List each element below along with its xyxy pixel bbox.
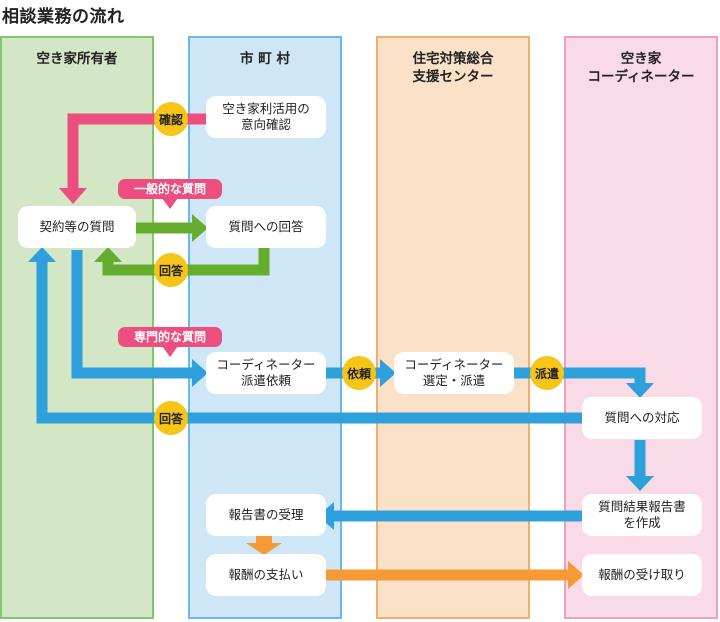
box-question-response: 質問への対応 [582,397,702,439]
box-fee-payment: 報酬の支払い [206,554,326,596]
circle-dispatch: 派遣 [530,356,564,390]
arrow-expert-question [71,250,192,379]
circle-confirm: 確認 [154,102,188,136]
arrow-dispatch-head [626,383,654,398]
arrow-expert-question-head [192,359,208,387]
box-coordinator-selection: コーディネーター 選定・派遣 [394,352,514,394]
box-contract-inquiry: 契約等の質問 [18,206,136,248]
lane-city-header: 市 町 村 [240,51,290,67]
arrow-answer-blue [36,262,584,424]
arrow-payment-head [568,561,584,589]
circle-request: 依頼 [342,356,376,390]
box-report-creation: 質問結果報告書 を作成 [582,494,702,536]
arrow-confirm [67,113,206,188]
arrow-answer-green-head [94,247,122,262]
page-title: 相談業務の流れ [2,7,125,27]
arrow-to-payment [246,535,282,555]
callout-general-question: 一般的な質問 [118,179,222,209]
callout-expert-question: 専門的な質問 [118,327,222,357]
lane-owner-header: 空き家所有者 [36,51,118,67]
arrow-to-report-head [626,476,654,491]
arrow-general-question-head [192,214,208,242]
circle-answer-blue: 回答 [154,401,188,435]
box-dispatch-request: コーディネーター 派遣依頼 [206,352,326,394]
box-answer-city: 質問への回答 [206,206,326,248]
lane-coordinator-header: 空き家 コーディネーター [587,51,695,85]
arrow-request-head [380,359,396,387]
box-fee-receipt: 報酬の受け取り [582,554,702,596]
lane-support-center: 住宅対策総合 支援センター [376,36,530,619]
circle-answer-green: 回答 [154,253,188,287]
box-report-receipt: 報告書の受理 [206,494,326,536]
box-intention-check: 空き家利活用の 意向確認 [206,96,326,138]
arrow-answer-blue-head [28,247,56,262]
arrow-confirm-head [59,188,87,204]
lane-support-center-header: 住宅対策総合 支援センター [412,51,494,85]
arrow-report-submit-head [318,502,334,530]
